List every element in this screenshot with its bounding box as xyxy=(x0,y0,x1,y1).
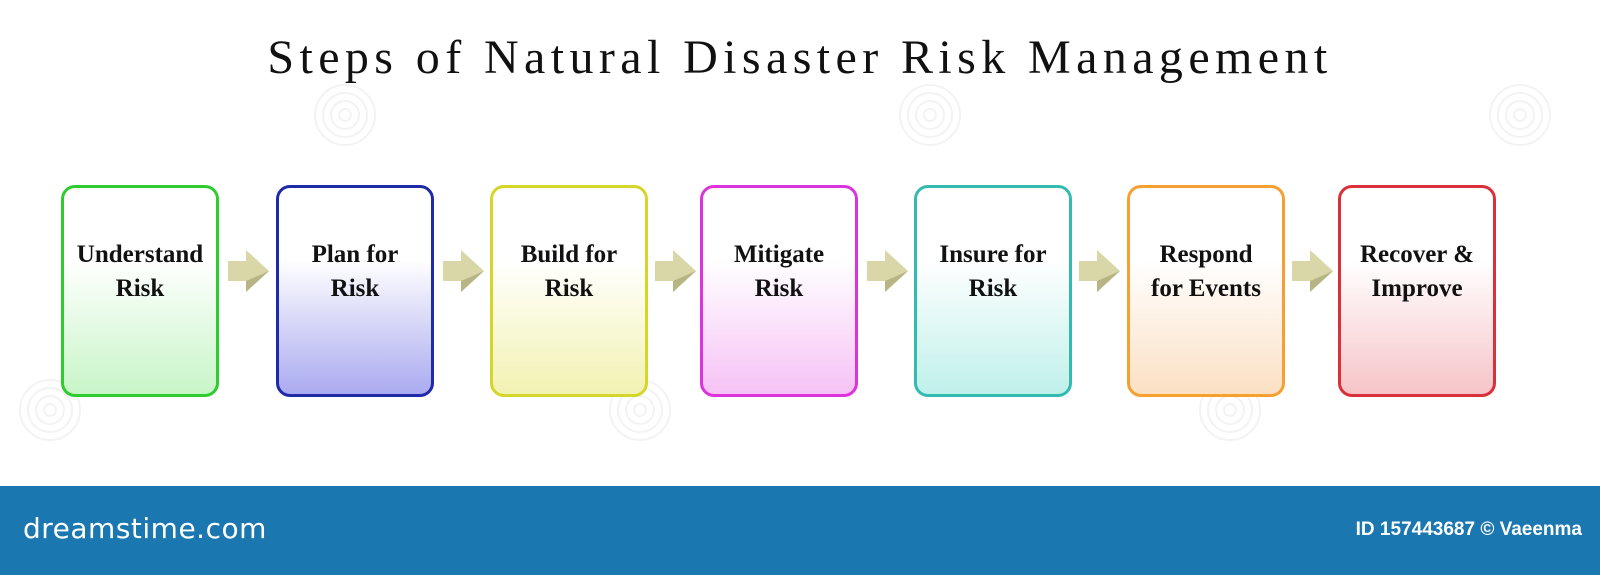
image-credit: ID 157443687 © Vaeenma xyxy=(1355,519,1582,540)
step-box: Plan for Risk xyxy=(276,185,434,397)
step-label-line2: Risk xyxy=(115,275,165,302)
step-label-line1: Mitigate xyxy=(733,241,825,268)
step-box: Build for Risk xyxy=(490,185,648,397)
step-box: Mitigate Risk xyxy=(700,185,858,397)
step-box: Recover & Improve xyxy=(1338,185,1496,397)
step-label-line1: Build for xyxy=(520,241,618,268)
step-label: Plan for Risk xyxy=(279,238,431,306)
flow-arrow-icon xyxy=(443,250,484,292)
step-box: Understand Risk xyxy=(61,185,219,397)
flow-arrow-icon xyxy=(655,250,696,292)
step-label: Mitigate Risk xyxy=(703,238,855,306)
step-label-line2: Risk xyxy=(330,275,380,302)
step-label: Recover & Improve xyxy=(1341,238,1493,306)
flow-arrow-icon xyxy=(1292,250,1333,292)
step-label-line2: Improve xyxy=(1371,275,1463,302)
footer-bar: dreamstime.com ID 157443687 © Vaeenma xyxy=(0,486,1600,575)
step-label-line2: for Events xyxy=(1151,275,1261,302)
watermark-swirl-icon xyxy=(1489,84,1551,146)
step-box: Insure for Risk xyxy=(914,185,1072,397)
diagram-title: Steps of Natural Disaster Risk Managemen… xyxy=(267,31,1333,84)
step-label-line2: Risk xyxy=(754,275,804,302)
step-label-line1: Insure for xyxy=(939,241,1047,268)
step-label: Understand Risk xyxy=(64,238,216,306)
watermark-swirl-icon xyxy=(314,84,376,146)
watermark-swirl-icon xyxy=(899,84,961,146)
watermark-swirl-icon xyxy=(19,379,81,441)
flow-arrow-icon xyxy=(228,250,269,292)
step-label-line1: Recover & xyxy=(1359,241,1475,268)
step-label-line1: Plan for xyxy=(311,241,399,268)
flow-arrow-icon xyxy=(867,250,908,292)
step-label: Build for Risk xyxy=(493,238,645,306)
flow-arrow-icon xyxy=(1079,250,1120,292)
step-box: Respond for Events xyxy=(1127,185,1285,397)
step-label-line1: Respond xyxy=(1159,241,1253,268)
step-label: Respond for Events xyxy=(1130,238,1282,306)
step-label-line2: Risk xyxy=(968,275,1018,302)
step-label-line1: Understand xyxy=(76,241,204,268)
step-label: Insure for Risk xyxy=(917,238,1069,306)
dreamstime-logo: dreamstime.com xyxy=(23,512,267,545)
step-label-line2: Risk xyxy=(544,275,594,302)
